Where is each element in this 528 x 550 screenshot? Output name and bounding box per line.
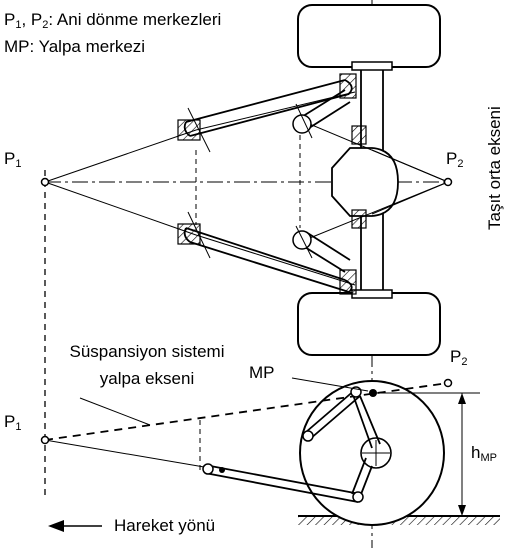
label-mp: MP — [249, 363, 275, 382]
legend-line-1: P1, P2: Ani dönme merkezleri — [4, 10, 222, 31]
label-p1-top: P1 — [4, 149, 22, 170]
label-vehicle-axis: Taşıt orta ekseni — [485, 106, 504, 230]
instant-center-p2 — [443, 177, 453, 187]
legend-line-2: MP: Yalpa merkezi — [4, 37, 146, 56]
bottom-wheel — [297, 292, 441, 356]
direction-arrow-icon — [48, 520, 64, 532]
label-p2-side: P2 — [450, 347, 468, 368]
upper-wishbone — [183, 79, 353, 137]
ground-hatch — [298, 517, 500, 525]
label-hmp: hMP — [471, 443, 497, 464]
label-direction: Hareket yönü — [114, 516, 216, 535]
label-roll-axis-line1: Süspansiyon sistemi — [69, 342, 225, 361]
hub-housing — [331, 147, 399, 217]
bushings — [177, 73, 367, 295]
instant-center-p1 — [40, 177, 50, 187]
top-wheel — [297, 4, 441, 68]
label-p1-side: P1 — [4, 412, 22, 433]
lower-wishbone — [183, 227, 353, 293]
label-roll-axis-line2: yalpa ekseni — [99, 369, 195, 388]
label-p2-top: P2 — [446, 149, 464, 170]
